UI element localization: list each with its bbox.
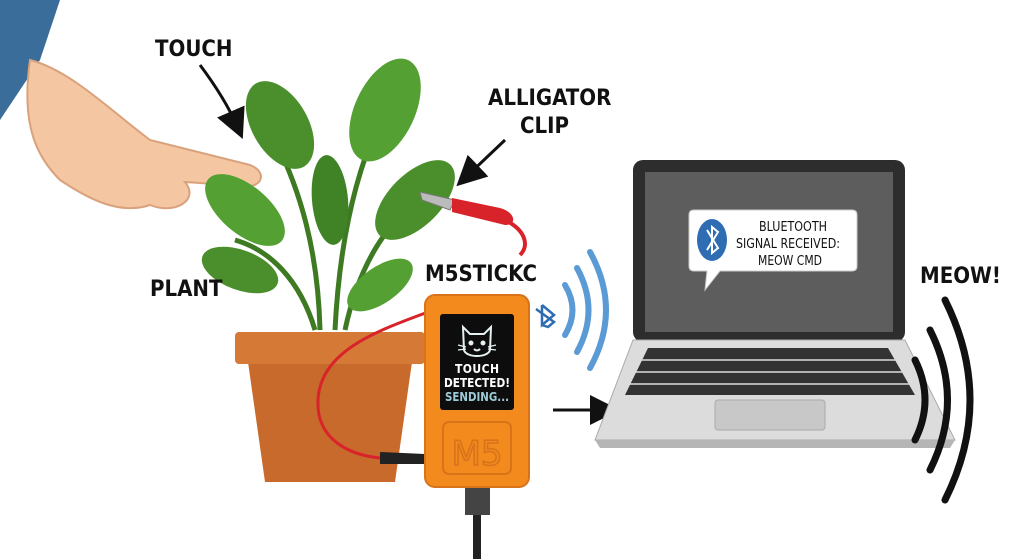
clip-arrow xyxy=(456,138,507,187)
touch-arrow xyxy=(198,64,245,140)
meow-label: MEOW! xyxy=(920,264,1001,289)
flower-pot xyxy=(235,332,425,482)
black-clip xyxy=(380,452,425,464)
red-wire xyxy=(316,310,429,460)
notification-line1: BLUETOOTH xyxy=(759,220,827,235)
plant-label: PLANT xyxy=(150,277,223,302)
notification-line2: SIGNAL RECEIVED: xyxy=(736,237,840,252)
hand-illustration xyxy=(0,0,262,210)
trackpad xyxy=(714,399,826,431)
cat-icon xyxy=(457,324,497,357)
device-label: M5STICKC xyxy=(425,262,537,287)
m5stickc-device: TOUCH DETECTED! SENDING... M5 xyxy=(424,294,530,559)
screen-line1: TOUCH xyxy=(455,362,499,376)
alligator-clip xyxy=(419,191,527,257)
screen-line2: DETECTED! xyxy=(444,376,510,390)
laptop xyxy=(594,160,956,448)
alligator-clip-label-line1: ALLIGATOR xyxy=(488,86,611,111)
notification-bubble: BLUETOOTH SIGNAL RECEIVED: MEOW CMD xyxy=(688,209,858,292)
m5-logo: M5 xyxy=(452,434,503,474)
bluetooth-icon xyxy=(535,304,557,329)
plant-illustration xyxy=(201,58,455,331)
signal-waves xyxy=(562,249,609,371)
m5-button xyxy=(442,421,512,475)
notification-line3: MEOW CMD xyxy=(758,254,822,269)
touch-label: TOUCH xyxy=(155,37,232,62)
screen-line3: SENDING... xyxy=(445,390,509,404)
alligator-clip-label-line2: CLIP xyxy=(520,114,569,139)
sound-waves xyxy=(911,296,974,504)
